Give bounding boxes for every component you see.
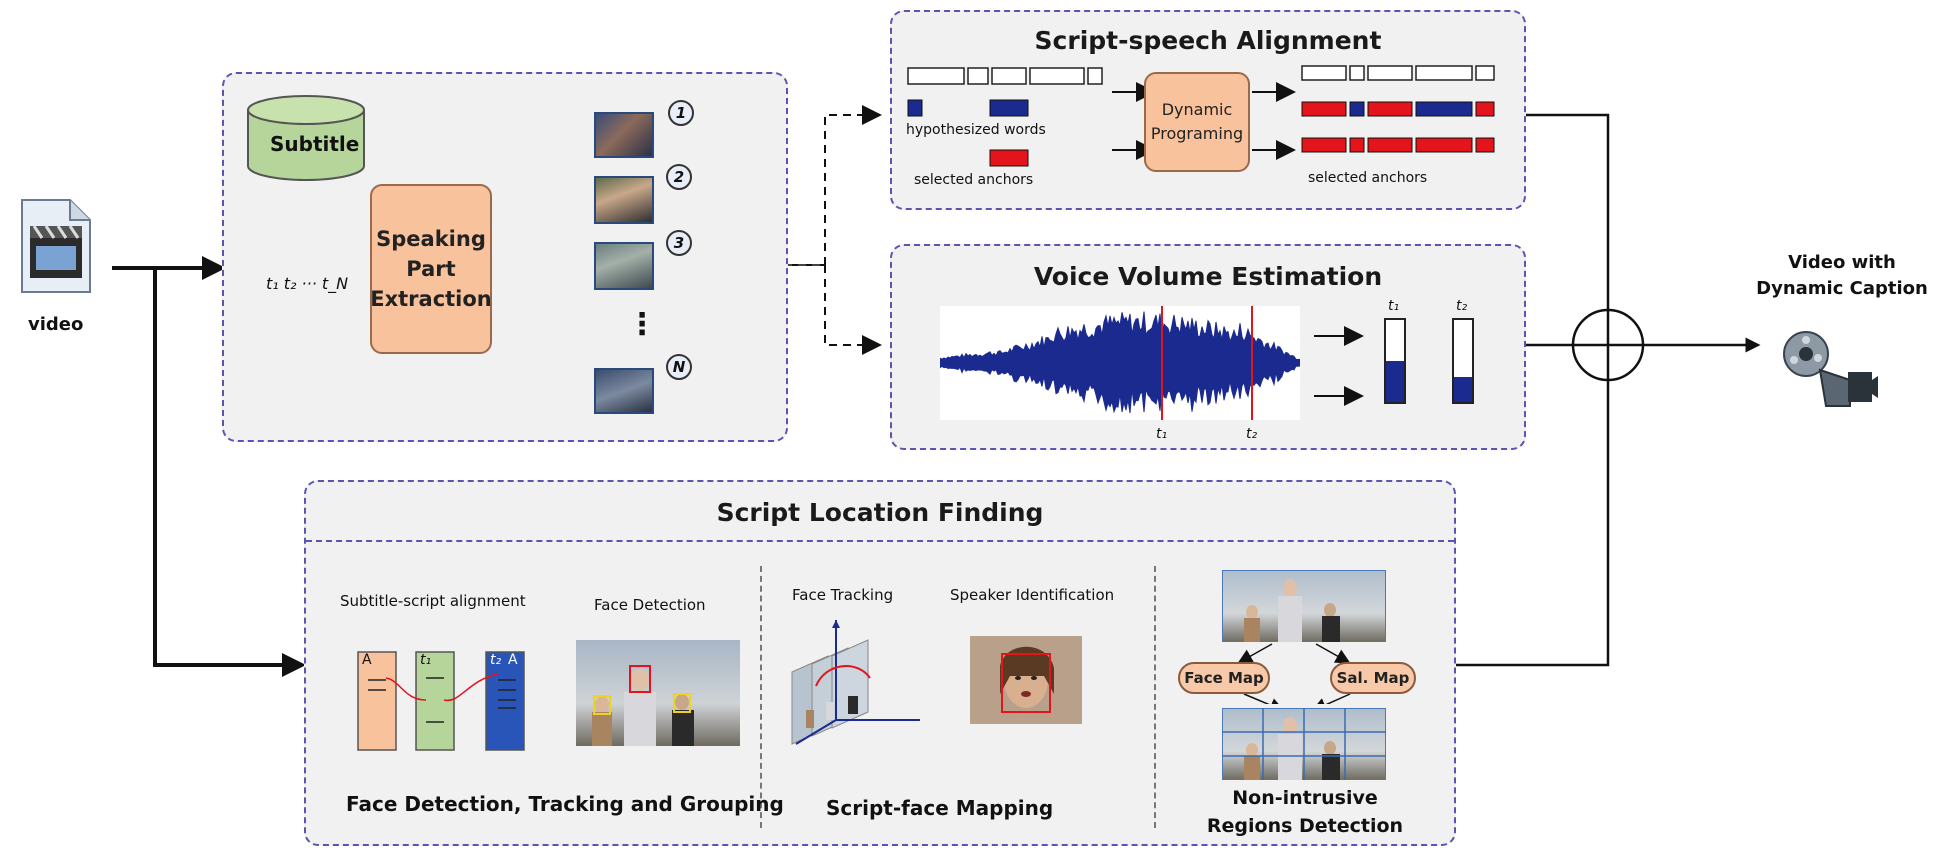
- dynamic-programing-box: Dynamic Programing: [1144, 72, 1250, 172]
- clip-thumbnail-1: [594, 112, 654, 158]
- clip-number-1: 1: [668, 100, 694, 126]
- volume-bar-t1: [1384, 318, 1406, 404]
- waveform-chart: [940, 306, 1300, 420]
- video-label: video: [28, 314, 84, 335]
- speaking-part-extraction-box: Speaking Part Extraction: [370, 184, 492, 354]
- hypothesized-words-label: hypothesized words: [906, 122, 1046, 138]
- face-detection-label: Face Detection: [594, 596, 706, 614]
- subtitle-label: Subtitle: [270, 132, 360, 156]
- selected-anchors-left-label: selected anchors: [914, 172, 1034, 188]
- card-t1: t₁: [420, 652, 432, 668]
- subtitle-script-alignment-label: Subtitle-script alignment: [340, 592, 526, 610]
- anchor-sample: [989, 149, 1029, 167]
- card-a-left: A: [362, 652, 372, 668]
- non-intrusive-grid-image: [1222, 708, 1386, 780]
- section-divider-2: [1154, 566, 1156, 828]
- wave-t1-label: t₁: [1156, 426, 1168, 442]
- clip-number-3: 3: [666, 230, 692, 256]
- subtitle-script-alignment-graphic: [357, 651, 525, 751]
- volume-bar-t2-fill: [1454, 377, 1472, 402]
- speaker-identification-label: Speaker Identification: [950, 586, 1115, 604]
- script-to-combiner: [1456, 380, 1610, 667]
- section-divider-1: [760, 566, 762, 828]
- face-tracking-graphic: [791, 620, 920, 745]
- subtitle-database-icon: [247, 95, 365, 181]
- map-arrows: [1237, 643, 1351, 704]
- speaker-identification-image: [970, 636, 1082, 724]
- group3-label: Non-intrusive Regions Detection: [1206, 787, 1404, 837]
- volume-bar-t1-fill: [1386, 361, 1404, 402]
- arrow-to-voice: [824, 265, 882, 355]
- video-file-icon: [21, 199, 91, 293]
- card-a-right: A: [508, 652, 518, 668]
- non-intrusive-source-image: [1222, 570, 1386, 642]
- waveform-shape: [940, 311, 1300, 414]
- alignment-title: Script-speech Alignment: [1034, 26, 1382, 55]
- face-detection-image: [576, 640, 740, 746]
- clip-number-2: 2: [666, 164, 692, 190]
- hyp-word-small: [907, 99, 923, 117]
- group2-label: Script-face Mapping: [826, 796, 1054, 820]
- sal-map-box: Sal. Map: [1330, 662, 1416, 694]
- wave-t2-label: t₂: [1246, 426, 1258, 442]
- output-label: Video with Dynamic Caption: [1756, 252, 1928, 299]
- arrow-video-to-script-location: [153, 268, 306, 677]
- script-location-divider: [306, 540, 1454, 542]
- clip-thumbnail-n: [594, 368, 654, 414]
- bar-t2-label: t₂: [1456, 298, 1468, 314]
- group1-label: Face Detection, Tracking and Grouping: [346, 792, 784, 816]
- volume-bar-t2: [1452, 318, 1474, 404]
- card-t2: t₂: [490, 652, 502, 668]
- voice-out-arrows: [1314, 326, 1364, 406]
- script-location-title: Script Location Finding: [716, 498, 1044, 527]
- hyp-word-wide: [989, 99, 1029, 117]
- arrow-to-alignment: [824, 105, 882, 265]
- combiner-plus-icon: [1571, 308, 1645, 382]
- clip-number-n: N: [666, 354, 692, 380]
- clip-thumbnail-3: [594, 242, 654, 290]
- time-markers: t₁ t₂ ··· t_N: [266, 274, 349, 293]
- face-tracking-label: Face Tracking: [792, 586, 894, 604]
- alignment-to-combiner: [1524, 113, 1610, 323]
- face-map-box: Face Map: [1178, 662, 1270, 694]
- alignment-graphic: [907, 65, 1495, 167]
- selected-anchors-right-label: selected anchors: [1308, 170, 1428, 186]
- clip-thumbnail-2: [594, 176, 654, 224]
- film-projector-icon: [1783, 331, 1878, 407]
- voice-title: Voice Volume Estimation: [1033, 262, 1383, 291]
- bar-t1-label: t₁: [1388, 298, 1400, 314]
- clip-ellipsis: ⋮: [627, 307, 657, 342]
